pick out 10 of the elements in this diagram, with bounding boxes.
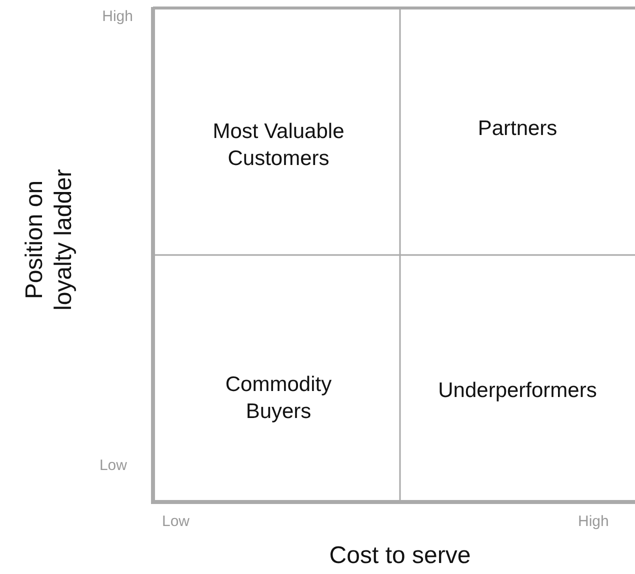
x-axis-title: Cost to serve bbox=[328, 542, 472, 571]
quadrant-label: Most Valuable Customers bbox=[212, 118, 346, 172]
axis-tick-label: High bbox=[102, 8, 133, 25]
quadrant-label: Partners bbox=[478, 116, 558, 142]
quadrant-label: Underperformers bbox=[438, 378, 597, 404]
axis-tick-label: Low bbox=[162, 513, 190, 530]
y-axis-title: Position on loyalty ladder bbox=[21, 168, 78, 313]
axis-tick-label: High bbox=[578, 513, 609, 530]
axis-tick-label: Low bbox=[99, 457, 127, 474]
quadrant-label: Commodity Buyers bbox=[224, 372, 333, 425]
